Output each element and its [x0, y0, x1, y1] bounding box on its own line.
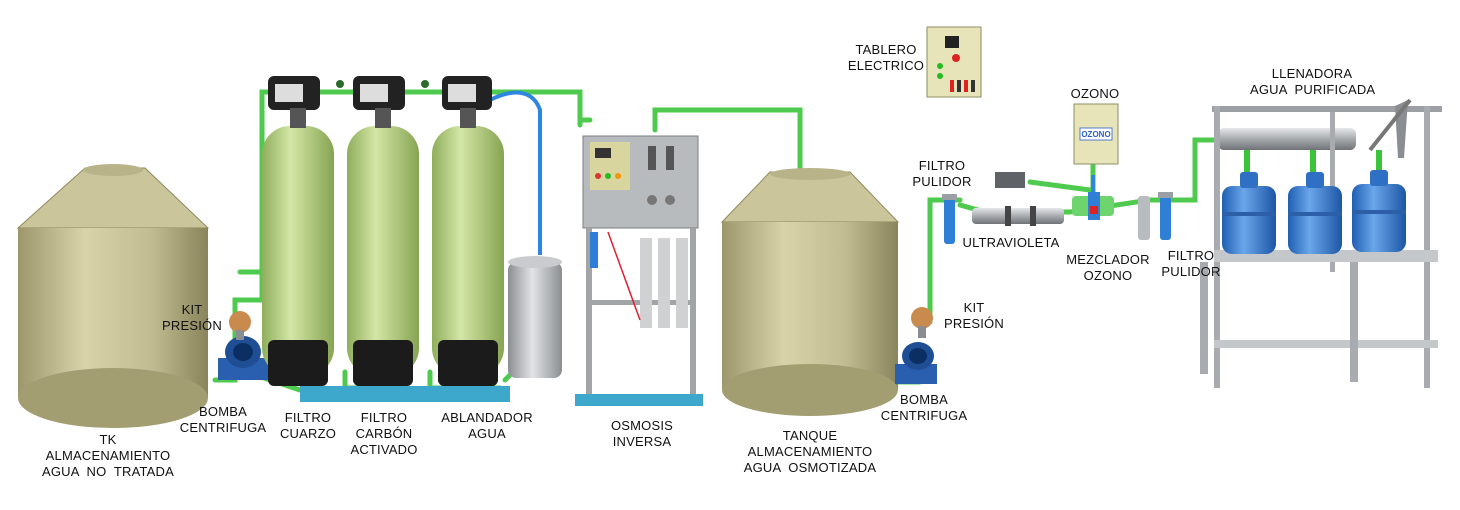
water-bottle-2 — [1288, 172, 1342, 254]
label-ultravioleta: ULTRAVIOLETA — [962, 235, 1060, 251]
label-tanque-osmotizada-line-2: ALMACENAMIENTO — [747, 444, 873, 459]
brine-tank — [508, 256, 562, 378]
label-filtro-pulidor-1-line-1: FILTRO — [918, 158, 966, 173]
water-bottle-1 — [1222, 172, 1276, 254]
filters-base — [300, 386, 510, 402]
osmosis-unit — [575, 135, 703, 406]
valve-2 — [421, 80, 429, 88]
label-tk-almacenamiento-line-2: ALMACENAMIENTO — [45, 448, 171, 463]
label-mezclador-line-1: MEZCLADOR — [1066, 252, 1150, 267]
filter-carbon — [347, 76, 419, 386]
valve-1 — [336, 80, 344, 88]
ozone-logo: OZONO — [1081, 130, 1110, 139]
label-tanque-osmotizada-line-1: TANQUE — [782, 428, 838, 443]
label-ozono: OZONO — [1065, 86, 1125, 102]
label-filtro-carbon-line-1: FILTRO — [360, 410, 408, 425]
label-ablandador-line-1: ABLANDADOR — [441, 410, 533, 425]
blue-hose — [489, 90, 542, 255]
label-tanque-osmotizada-line-3: AGUA OSMOTIZADA — [743, 460, 877, 475]
label-tk-almacenamiento-line-3: AGUA NO TRATADA — [42, 464, 174, 479]
label-tablero-line-1: TABLERO — [855, 42, 917, 57]
label-llenadora-line-1: LLENADORA — [1271, 66, 1353, 81]
water-bottle-3 — [1352, 170, 1406, 252]
label-kit-presion-1-line-1: KIT — [181, 302, 203, 317]
label-bomba-1-line-1: BOMBA — [199, 404, 247, 419]
label-llenadora-line-2: AGUA PURIFICADA — [1250, 82, 1376, 97]
pump-1 — [218, 311, 268, 380]
label-filtro-cuarzo-line-1: FILTRO — [284, 410, 332, 425]
label-kit-presion-2-line-2: PRESIÓN — [944, 316, 1004, 331]
label-tk-almacenamiento-line-1: TK — [99, 432, 117, 447]
label-filtro-pulidor-2-line-2: PULIDOR — [1161, 264, 1221, 279]
filter-ablandador — [432, 76, 504, 386]
label-filtro-carbon-line-3: ACTIVADO — [350, 442, 418, 457]
label-kit-presion-2-line-1: KIT — [963, 300, 985, 315]
label-filtro-pulidor-2-line-1: FILTRO — [1167, 248, 1215, 263]
label-filtro-pulidor-1-line-2: PULIDOR — [912, 174, 972, 189]
label-mezclador-line-2: OZONO — [1083, 268, 1133, 283]
tank-osmotized — [720, 168, 900, 416]
label-bomba-2-line-1: BOMBA — [900, 392, 948, 407]
label-ultravioleta-line-1: ULTRAVIOLETA — [962, 235, 1060, 250]
label-osmosis-line-1: OSMOSIS — [610, 418, 674, 433]
label-osmosis-line-2: INVERSA — [612, 434, 672, 449]
polish-filter-2 — [1138, 192, 1173, 240]
uv-unit — [972, 172, 1064, 226]
label-tablero-line-2: ELECTRICO — [847, 58, 925, 73]
label-ablandador-line-2: AGUA — [468, 426, 506, 441]
electric-panel — [926, 26, 982, 98]
label-kit-presion-1-line-2: PRESIÓN — [162, 318, 222, 333]
label-filtro-cuarzo-line-2: CUARZO — [279, 426, 337, 441]
label-bomba-1-line-2: CENTRIFUGA — [179, 420, 267, 435]
ozone-generator: OZONO — [1073, 103, 1119, 165]
pump-2 — [895, 307, 937, 384]
label-ozono-line-1: OZONO — [1070, 86, 1120, 101]
label-filtro-carbon-line-2: CARBÓN — [355, 426, 413, 441]
tank-untreated — [16, 164, 210, 428]
label-bomba-2-line-2: CENTRIFUGA — [880, 408, 968, 423]
mixer — [1072, 192, 1114, 220]
polish-filter-1 — [942, 194, 957, 244]
filter-cuarzo — [262, 76, 334, 386]
